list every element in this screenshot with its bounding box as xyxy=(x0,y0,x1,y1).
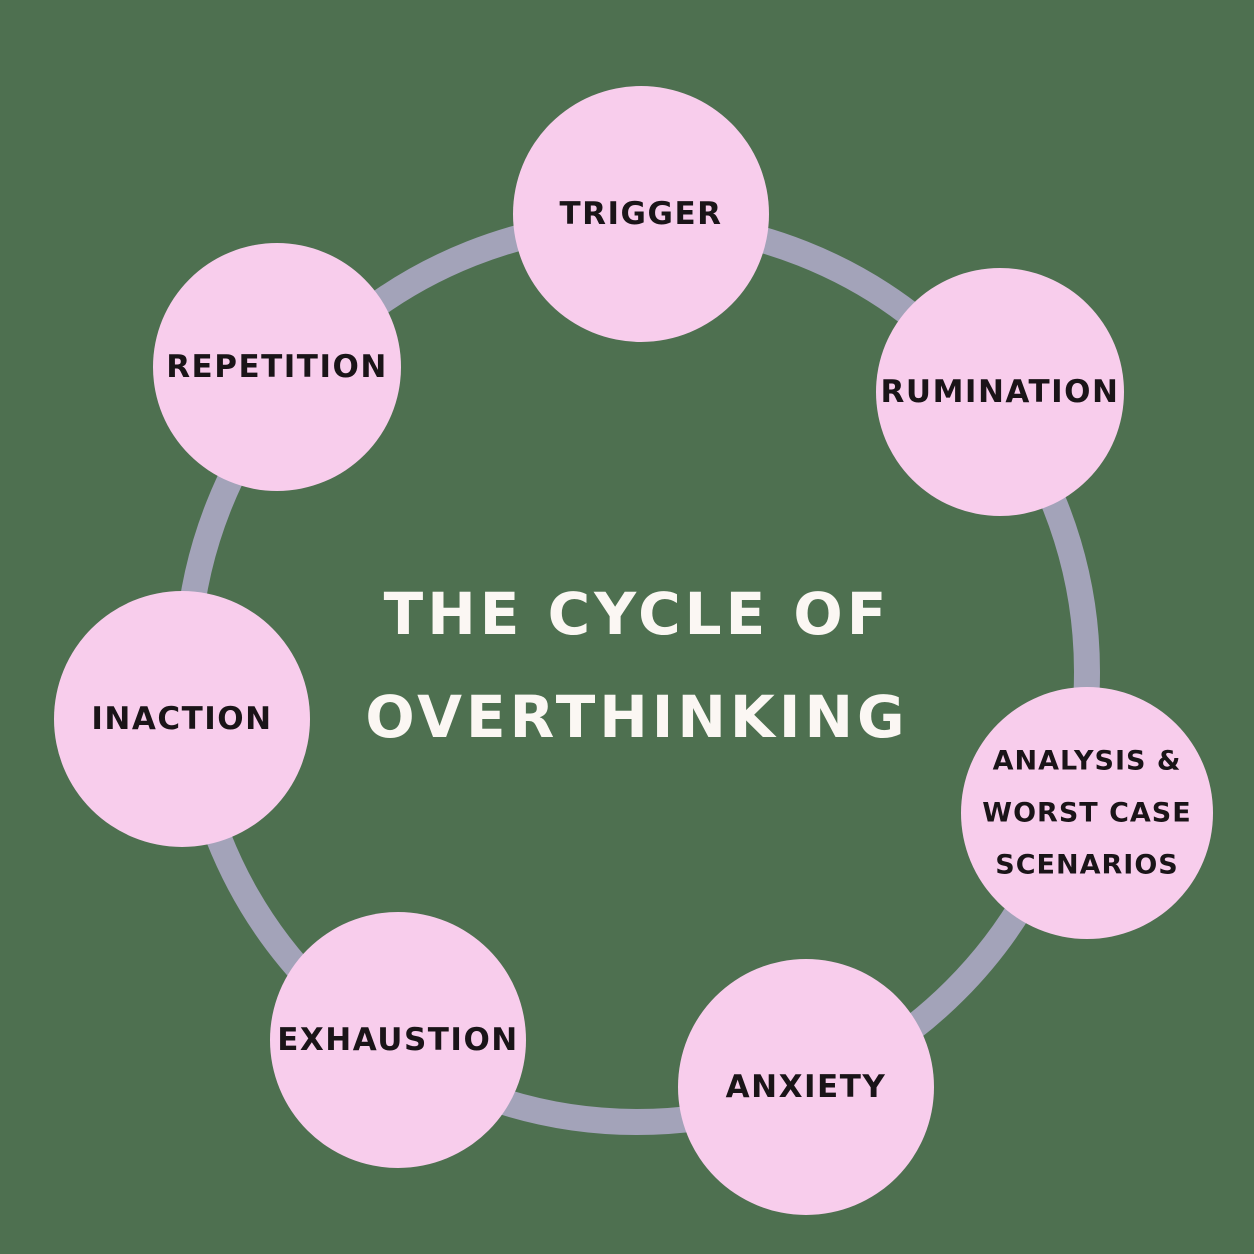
stage-circle-repetition xyxy=(153,243,401,491)
stage-label-repetition: REPETITION xyxy=(166,349,388,385)
stage-label-rumination: RUMINATION xyxy=(881,374,1120,410)
stage-node-trigger: TRIGGER xyxy=(513,86,769,342)
stage-node-repetition: REPETITION xyxy=(153,243,401,491)
stage-label-trigger: TRIGGER xyxy=(560,196,723,232)
stage-circle-anxiety xyxy=(678,959,934,1215)
title-line-2: OVERTHINKING xyxy=(365,683,908,751)
stage-circle-trigger xyxy=(513,86,769,342)
stage-label-analysis-line-3: SCENARIOS xyxy=(995,850,1178,881)
stage-label-analysis-line-1: ANALYSIS & xyxy=(993,746,1182,777)
stage-label-inaction: INACTION xyxy=(91,701,272,737)
stage-label-anxiety: ANXIETY xyxy=(726,1069,887,1105)
stage-circle-inaction xyxy=(54,591,310,847)
stage-node-exhaustion: EXHAUSTION xyxy=(270,912,526,1168)
stage-node-anxiety: ANXIETY xyxy=(678,959,934,1215)
stage-node-rumination: RUMINATION xyxy=(876,268,1124,516)
stage-circle-exhaustion xyxy=(270,912,526,1168)
stage-label-analysis-line-2: WORST CASE xyxy=(982,798,1191,829)
stage-node-analysis: ANALYSIS & WORST CASE SCENARIOS xyxy=(961,687,1213,939)
title-line-1: THE CYCLE OF xyxy=(384,580,891,648)
stage-circle-rumination xyxy=(876,268,1124,516)
stage-nodes: TRIGGER RUMINATION ANALYSIS & WORST CASE SCE… xyxy=(54,86,1213,1215)
stage-node-inaction: INACTION xyxy=(54,591,310,847)
stage-label-exhaustion: EXHAUSTION xyxy=(277,1022,519,1058)
stage-circle-analysis xyxy=(961,687,1213,939)
